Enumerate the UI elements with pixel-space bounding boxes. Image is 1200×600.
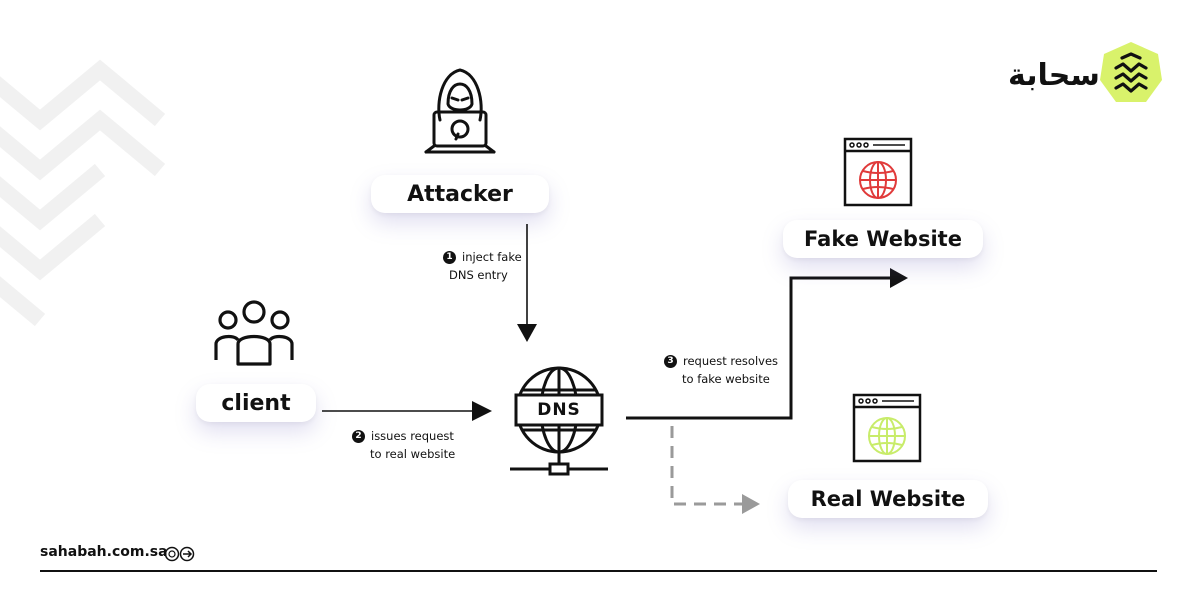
- footer-divider: [40, 570, 1157, 572]
- fake-website-node: Fake Website: [783, 220, 983, 258]
- globe-icon: [859, 161, 897, 199]
- dns-globe-icon: [510, 366, 608, 476]
- real-website-node: Real Website: [788, 480, 988, 518]
- real-website-label: Real Website: [810, 487, 966, 511]
- arrow-dns-to-real: [670, 426, 760, 514]
- step-1-label: 1 inject fake DNS entry: [443, 248, 522, 284]
- arrow-client-to-dns: [322, 401, 492, 421]
- step-3-number: 3: [664, 354, 677, 368]
- fake-website-label: Fake Website: [804, 227, 962, 251]
- step-1-text-line2: DNS entry: [449, 268, 508, 282]
- arrow-dns-to-fake: [626, 268, 908, 420]
- footer-url[interactable]: sahabah.com.sa: [40, 544, 168, 560]
- step-2-text-line2: to real website: [370, 447, 456, 461]
- step-1-number: 1: [443, 250, 456, 264]
- attacker-label: Attacker: [407, 181, 513, 207]
- brand-name: سحابة: [1008, 58, 1100, 93]
- hacker-icon: [424, 68, 496, 154]
- step-2-number: 2: [352, 429, 365, 443]
- step-2-text-line1: issues request: [371, 429, 454, 443]
- footer-arrow-icon: [164, 546, 195, 562]
- attacker-node: Attacker: [371, 175, 549, 213]
- globe-icon: [868, 417, 906, 455]
- arrow-attacker-to-dns: [517, 224, 537, 342]
- step-1-text-line1: inject fake: [462, 250, 522, 264]
- client-label: client: [221, 390, 291, 416]
- users-icon: [214, 300, 294, 366]
- client-node: client: [196, 384, 316, 422]
- background-chevron-pattern: [0, 59, 166, 327]
- logo-icon: [1100, 42, 1162, 102]
- step-3-text-line2: to fake website: [682, 372, 770, 386]
- step-3-text-line1: request resolves: [683, 354, 779, 368]
- dns-label: DNS: [537, 400, 581, 420]
- step-3-label: 3 request resolves to fake website: [664, 352, 778, 388]
- footer-url-text: sahabah.com.sa: [40, 544, 168, 560]
- step-2-label: 2 issues request to real website: [352, 427, 455, 463]
